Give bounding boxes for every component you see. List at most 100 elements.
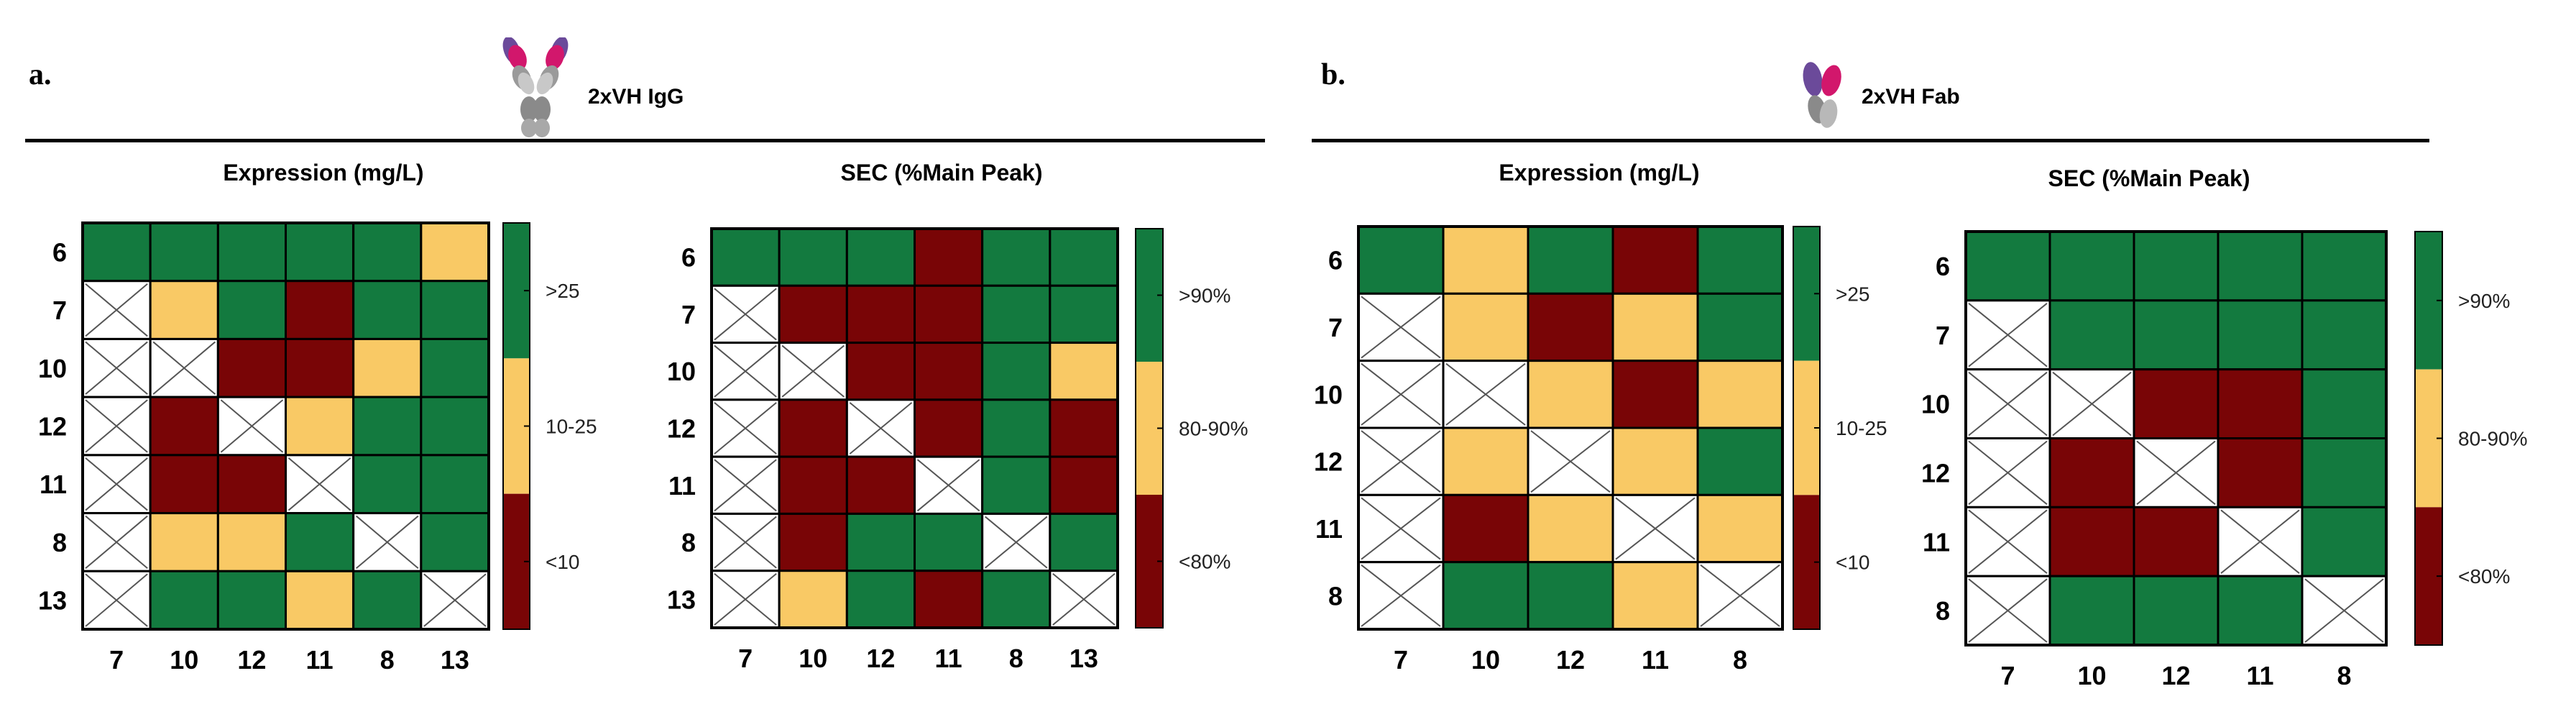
heatmap-cell [1527,292,1614,362]
heatmap-cell [216,512,288,572]
row-tick-label: 8 [1936,596,1950,626]
heatmap-cell [2048,230,2135,302]
heatmap-cell [845,342,916,401]
na-cross-line [220,399,284,453]
na-cross-line [1361,362,1441,426]
col-tick-label: 12 [237,645,266,675]
na-cross-line [714,572,777,626]
heatmap-cell [2301,299,2388,371]
heatmap-cell [216,280,288,340]
heatmap-cell [778,227,848,287]
na-cross-line [714,344,777,398]
na-cross-line [849,402,913,454]
heatmap-cell [845,227,916,287]
na-cross-line [85,457,148,511]
colorbar-border [502,222,530,630]
heatmap-cell [2217,437,2304,508]
heatmap-cell [1527,493,1614,564]
row-tick-label: 11 [668,471,696,501]
row-tick-label: 7 [681,300,696,329]
col-tick-label: 10 [1471,645,1500,675]
col-tick-label: 11 [935,644,962,673]
col-tick-label: 12 [1556,645,1585,675]
heatmap-cell [2133,368,2220,440]
heatmap-cell [352,221,423,283]
na-cross-line [2304,578,2384,643]
heatmap-cell [914,342,984,401]
colorbar-label: >90% [1179,285,1230,307]
colorbar-label: >25 [546,280,580,302]
heatmap-cell [845,455,916,515]
heatmap-cell [981,342,1052,401]
heatmap-cell [845,570,916,629]
heatmap-cell [420,337,490,398]
heatmap-border [81,221,490,631]
heatmap-cell [1049,512,1119,572]
heatmap-cell [2301,368,2388,440]
row-tick-label: 10 [38,354,67,383]
heatmap-cell [1049,398,1119,458]
heatmap-cell [2217,575,2304,646]
row-tick-label: 7 [1328,313,1343,342]
heatmap-cell [420,221,490,283]
heatmap-1-title: Expression (mg/L) [223,160,424,186]
col-tick-label: 8 [380,645,395,675]
heatmap-cell [1696,225,1784,295]
row-tick-label: 12 [1921,458,1950,488]
row-tick-label: 10 [667,357,696,386]
igg-antibody-icon [502,37,569,137]
colorbar-label: 80-90% [1179,418,1248,440]
col-tick-label: 13 [441,645,469,675]
na-cross-line [916,459,980,512]
heatmap-2-title: SEC (%Main Peak) [840,160,1043,186]
col-tick-label: 7 [109,645,124,675]
na-cross-line [85,515,148,570]
heatmap-cell [1049,227,1119,287]
heatmap-cell [1357,225,1445,295]
heatmap-cell [1049,342,1119,401]
na-cross-line [781,344,845,398]
col-tick-label: 8 [2337,661,2351,690]
na-cross-line [1968,440,2048,506]
heatmap-border [1964,230,2388,646]
na-cross-line [714,402,777,454]
col-tick-label: 10 [2077,661,2106,690]
fab-antibody-icon [1803,62,1841,128]
heatmap-cell [420,396,490,457]
colorbar-label: >25 [1836,283,1870,305]
row-tick-label: 8 [681,528,696,557]
row-tick-label: 11 [40,470,67,499]
heatmap-cell [216,221,288,283]
heatmap-cell [352,337,423,398]
heatmap-cell [845,284,916,344]
heatmap-cell [1442,561,1530,631]
colorbar-border [2414,231,2443,646]
na-cross-line [1361,497,1441,560]
na-cross-line [85,341,148,395]
heatmap-cell [1049,455,1119,515]
heatmap-cell [981,284,1052,344]
heatmap-cell [2133,299,2220,371]
heatmap-cell [420,280,490,340]
na-cross-line [2136,440,2216,506]
heatmap-4-title: SEC (%Main Peak) [2048,165,2250,191]
colorbar-label: <10 [1836,552,1870,574]
heatmap-cell [285,512,355,572]
row-tick-label: 13 [667,585,696,614]
colorbar-label: 80-90% [2458,428,2528,450]
heatmap-cell [981,570,1052,629]
panel-b-title: 2xVH Fab [1862,85,1960,109]
heatmap-cell [216,570,288,631]
colorbar-label: 10-25 [546,416,597,438]
col-tick-label: 11 [306,645,334,675]
panel-b-divider [1312,139,2429,142]
col-tick-label: 11 [2246,661,2273,690]
row-tick-label: 11 [1315,514,1343,544]
heatmap-cell [2048,575,2135,646]
colorbar-label: <80% [1179,551,1230,573]
heatmap-cell [149,221,219,283]
heatmap-cell [710,227,781,287]
na-cross-line [985,516,1048,569]
heatmap-cell [352,454,423,515]
